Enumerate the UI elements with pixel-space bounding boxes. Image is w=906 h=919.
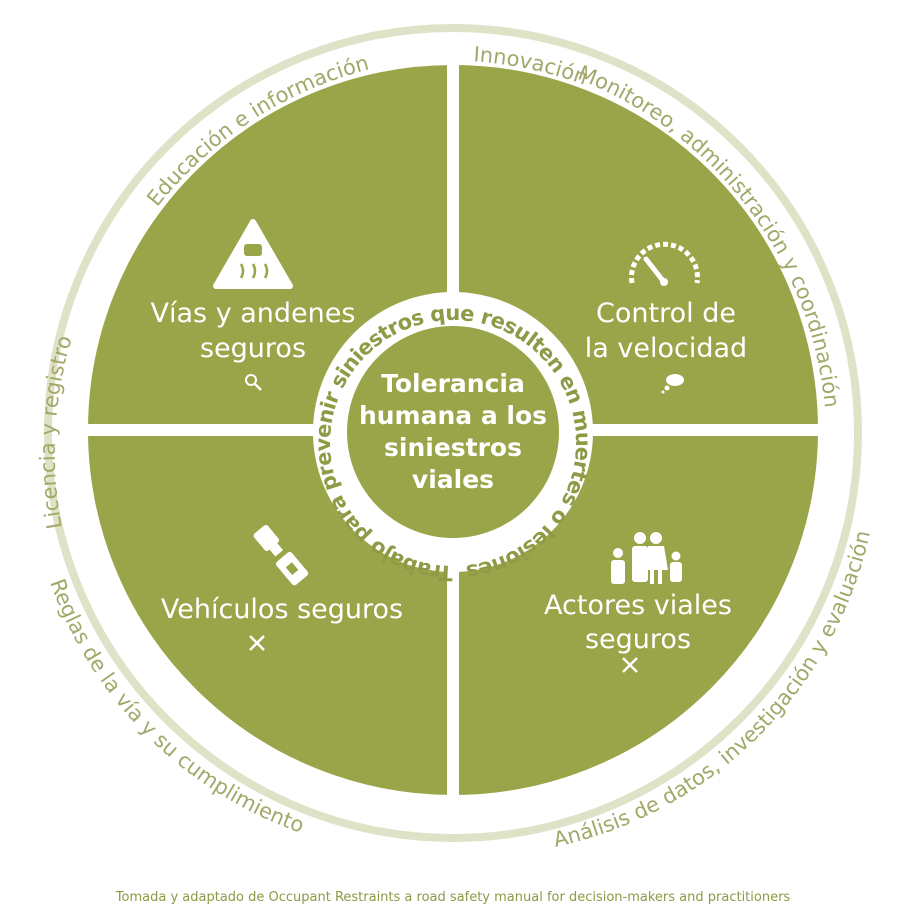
search-icon <box>245 374 262 391</box>
speedometer-icon <box>629 241 700 286</box>
center-line2: humana a los <box>359 401 547 430</box>
quadrant-safe-roads-line2: seguros <box>200 333 306 364</box>
seatbelt-icon <box>253 524 309 586</box>
tools-icon <box>622 657 638 673</box>
quadrant-safe-road-users: Actores viales seguros <box>544 532 732 673</box>
quadrant-vehicles-line1: Vehículos seguros <box>161 594 403 625</box>
quadrant-users-line2: seguros <box>585 624 691 655</box>
tools-icon <box>249 635 265 651</box>
thought-bubble-icon <box>661 374 684 394</box>
center-line1: Tolerancia <box>381 369 525 398</box>
outer-ring <box>44 24 862 842</box>
center-line4: viales <box>412 465 494 494</box>
family-icon <box>611 532 682 584</box>
quadrant-border <box>86 63 820 797</box>
quadrant-users-line1: Actores viales <box>544 590 732 621</box>
quadrant-speed-line2: la velocidad <box>585 333 747 364</box>
source-caption: Tomada y adaptado de Occupant Restraints… <box>115 890 791 905</box>
center-disc <box>347 326 559 538</box>
quadrant-safe-roads: Vías y andenes seguros <box>151 219 356 391</box>
quadrant-speed-control: Control de la velocidad <box>585 241 747 394</box>
slippery-road-icon <box>213 219 293 289</box>
center-line3: siniestros <box>384 433 522 462</box>
quadrant-safe-vehicles: Vehículos seguros <box>161 524 403 651</box>
quadrant-speed-line1: Control de <box>596 298 736 329</box>
label-licensing: Licencia y registro <box>31 332 77 532</box>
quadrant-safe-roads-line1: Vías y andenes <box>151 298 356 329</box>
